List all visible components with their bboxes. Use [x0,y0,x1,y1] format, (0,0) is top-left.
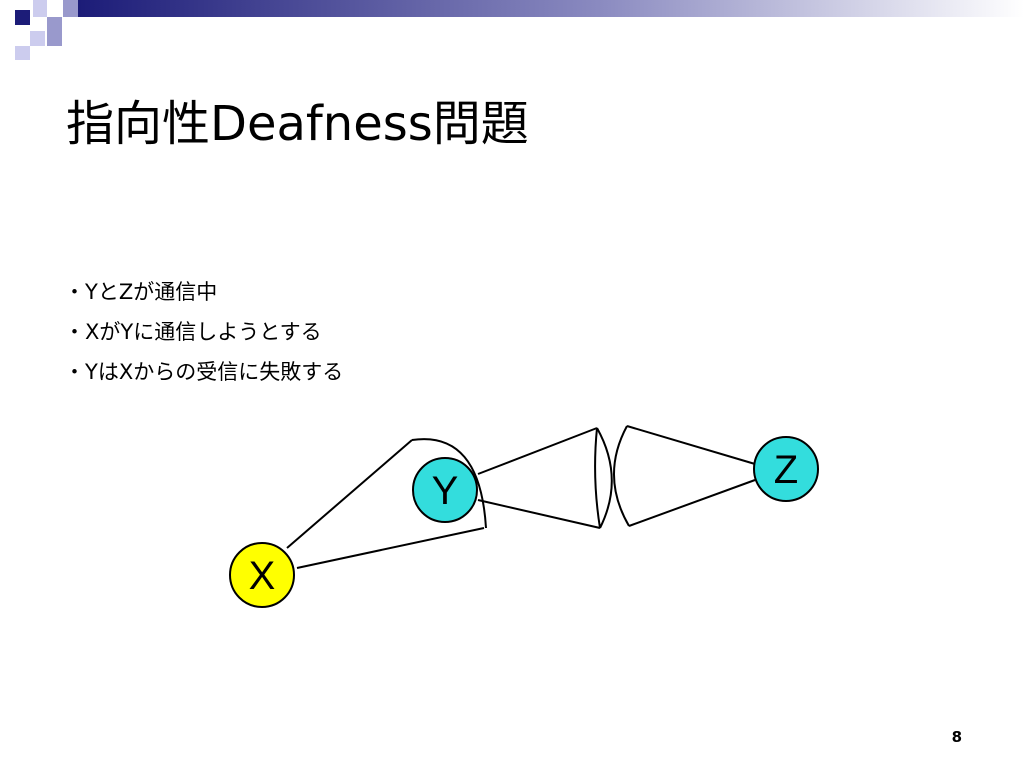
page-number: 8 [951,728,962,746]
node-z-label: Z [774,448,798,492]
decor-square [30,31,45,46]
x-beam [286,438,487,569]
slide-title: 指向性Deafness問題 [66,96,529,152]
y-beam [477,427,613,529]
decor-square [15,46,30,60]
node-y-label: Y [432,469,459,513]
header-gradient-bar [78,0,1024,17]
decor-square [47,17,62,31]
z-beam [613,425,756,527]
node-x-label: X [249,554,276,598]
decor-square [0,0,15,17]
decor-square [47,31,62,46]
bullet-item: ・YとZが通信中 [64,280,218,304]
bullet-item: ・XがYに通信しようとする [64,320,322,344]
decor-square [63,0,78,17]
node-x: X [229,542,295,608]
decor-square [15,10,30,25]
bullet-list: ・YとZが通信中 ・XがYに通信しようとする ・YはXからの受信に失敗する [64,272,343,392]
node-z: Z [753,436,819,502]
decor-square [33,0,47,17]
bullet-item: ・YはXからの受信に失敗する [64,360,344,384]
node-y: Y [412,457,478,523]
